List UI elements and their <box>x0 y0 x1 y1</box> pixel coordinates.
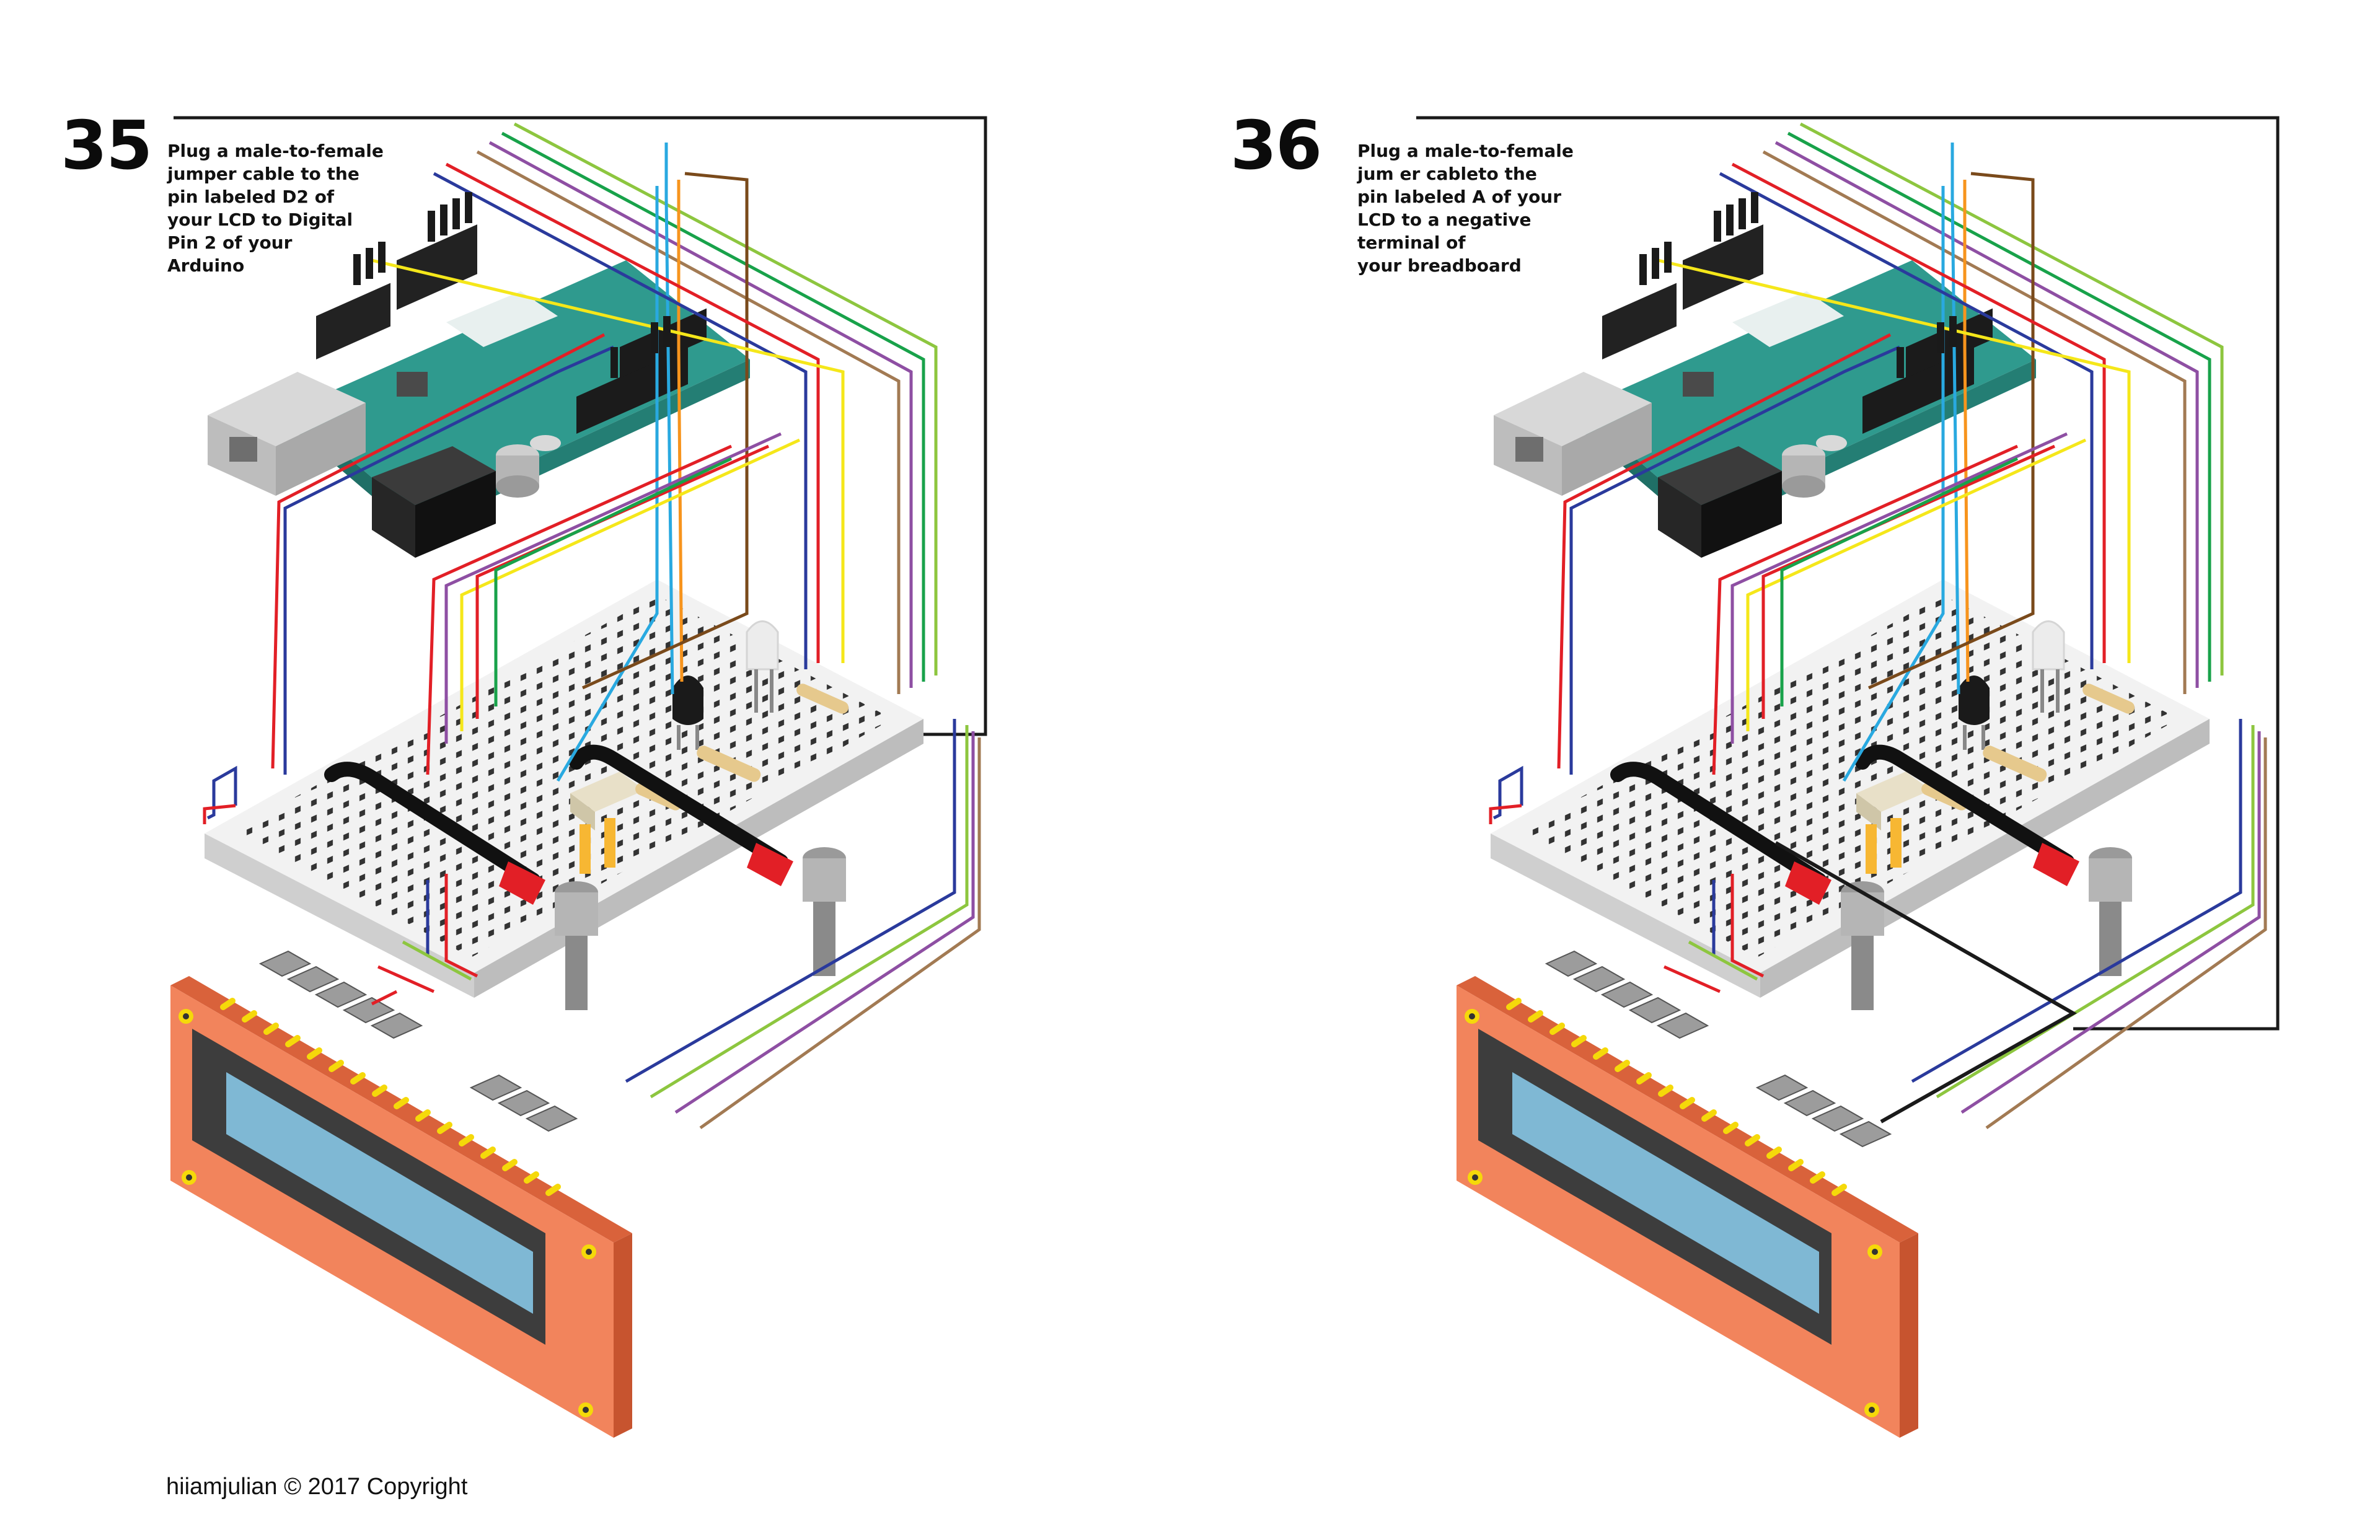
potentiometer-icon <box>555 847 846 1010</box>
connector-blocks <box>1545 950 1892 1148</box>
copyright-footer: hiiamjulian © 2017 Copyright <box>166 1474 468 1500</box>
temperature-sensor-icon <box>1959 675 1990 750</box>
lcd-module <box>1457 976 1918 1438</box>
header-pins <box>1639 192 1957 378</box>
resistor-icon <box>1921 684 2135 811</box>
led-icon <box>746 620 779 713</box>
jumper-wires <box>1416 116 2280 1130</box>
arduino-board <box>1494 224 2036 558</box>
jumper-wires <box>174 116 987 1130</box>
step-number-36: 36 <box>1230 107 1322 185</box>
capacitor-icon <box>496 435 561 498</box>
power-jack-icon <box>372 446 496 558</box>
led-icon <box>2032 620 2065 713</box>
usb-port-icon <box>1494 372 1652 496</box>
pressure-sensor-icon <box>570 772 645 874</box>
step-36-diagram <box>1416 116 2280 1438</box>
resistor-icon <box>635 684 849 811</box>
temperature-sensor-icon <box>672 675 703 750</box>
pressure-sensor-icon <box>1856 772 1931 874</box>
header-pins <box>353 192 671 378</box>
step-35-diagram <box>170 116 987 1438</box>
capacitor-icon <box>1782 435 1847 498</box>
lcd-module <box>170 976 632 1438</box>
usb-port-icon <box>208 372 366 496</box>
step-instruction-35: Plug a male-to-female jumper cable to th… <box>167 141 384 276</box>
step-number-35: 35 <box>61 107 152 185</box>
connector-blocks <box>258 950 578 1132</box>
step-instruction-36: Plug a male-to-female jum er cableto the… <box>1357 141 1574 276</box>
power-jack-icon <box>1658 446 1782 558</box>
